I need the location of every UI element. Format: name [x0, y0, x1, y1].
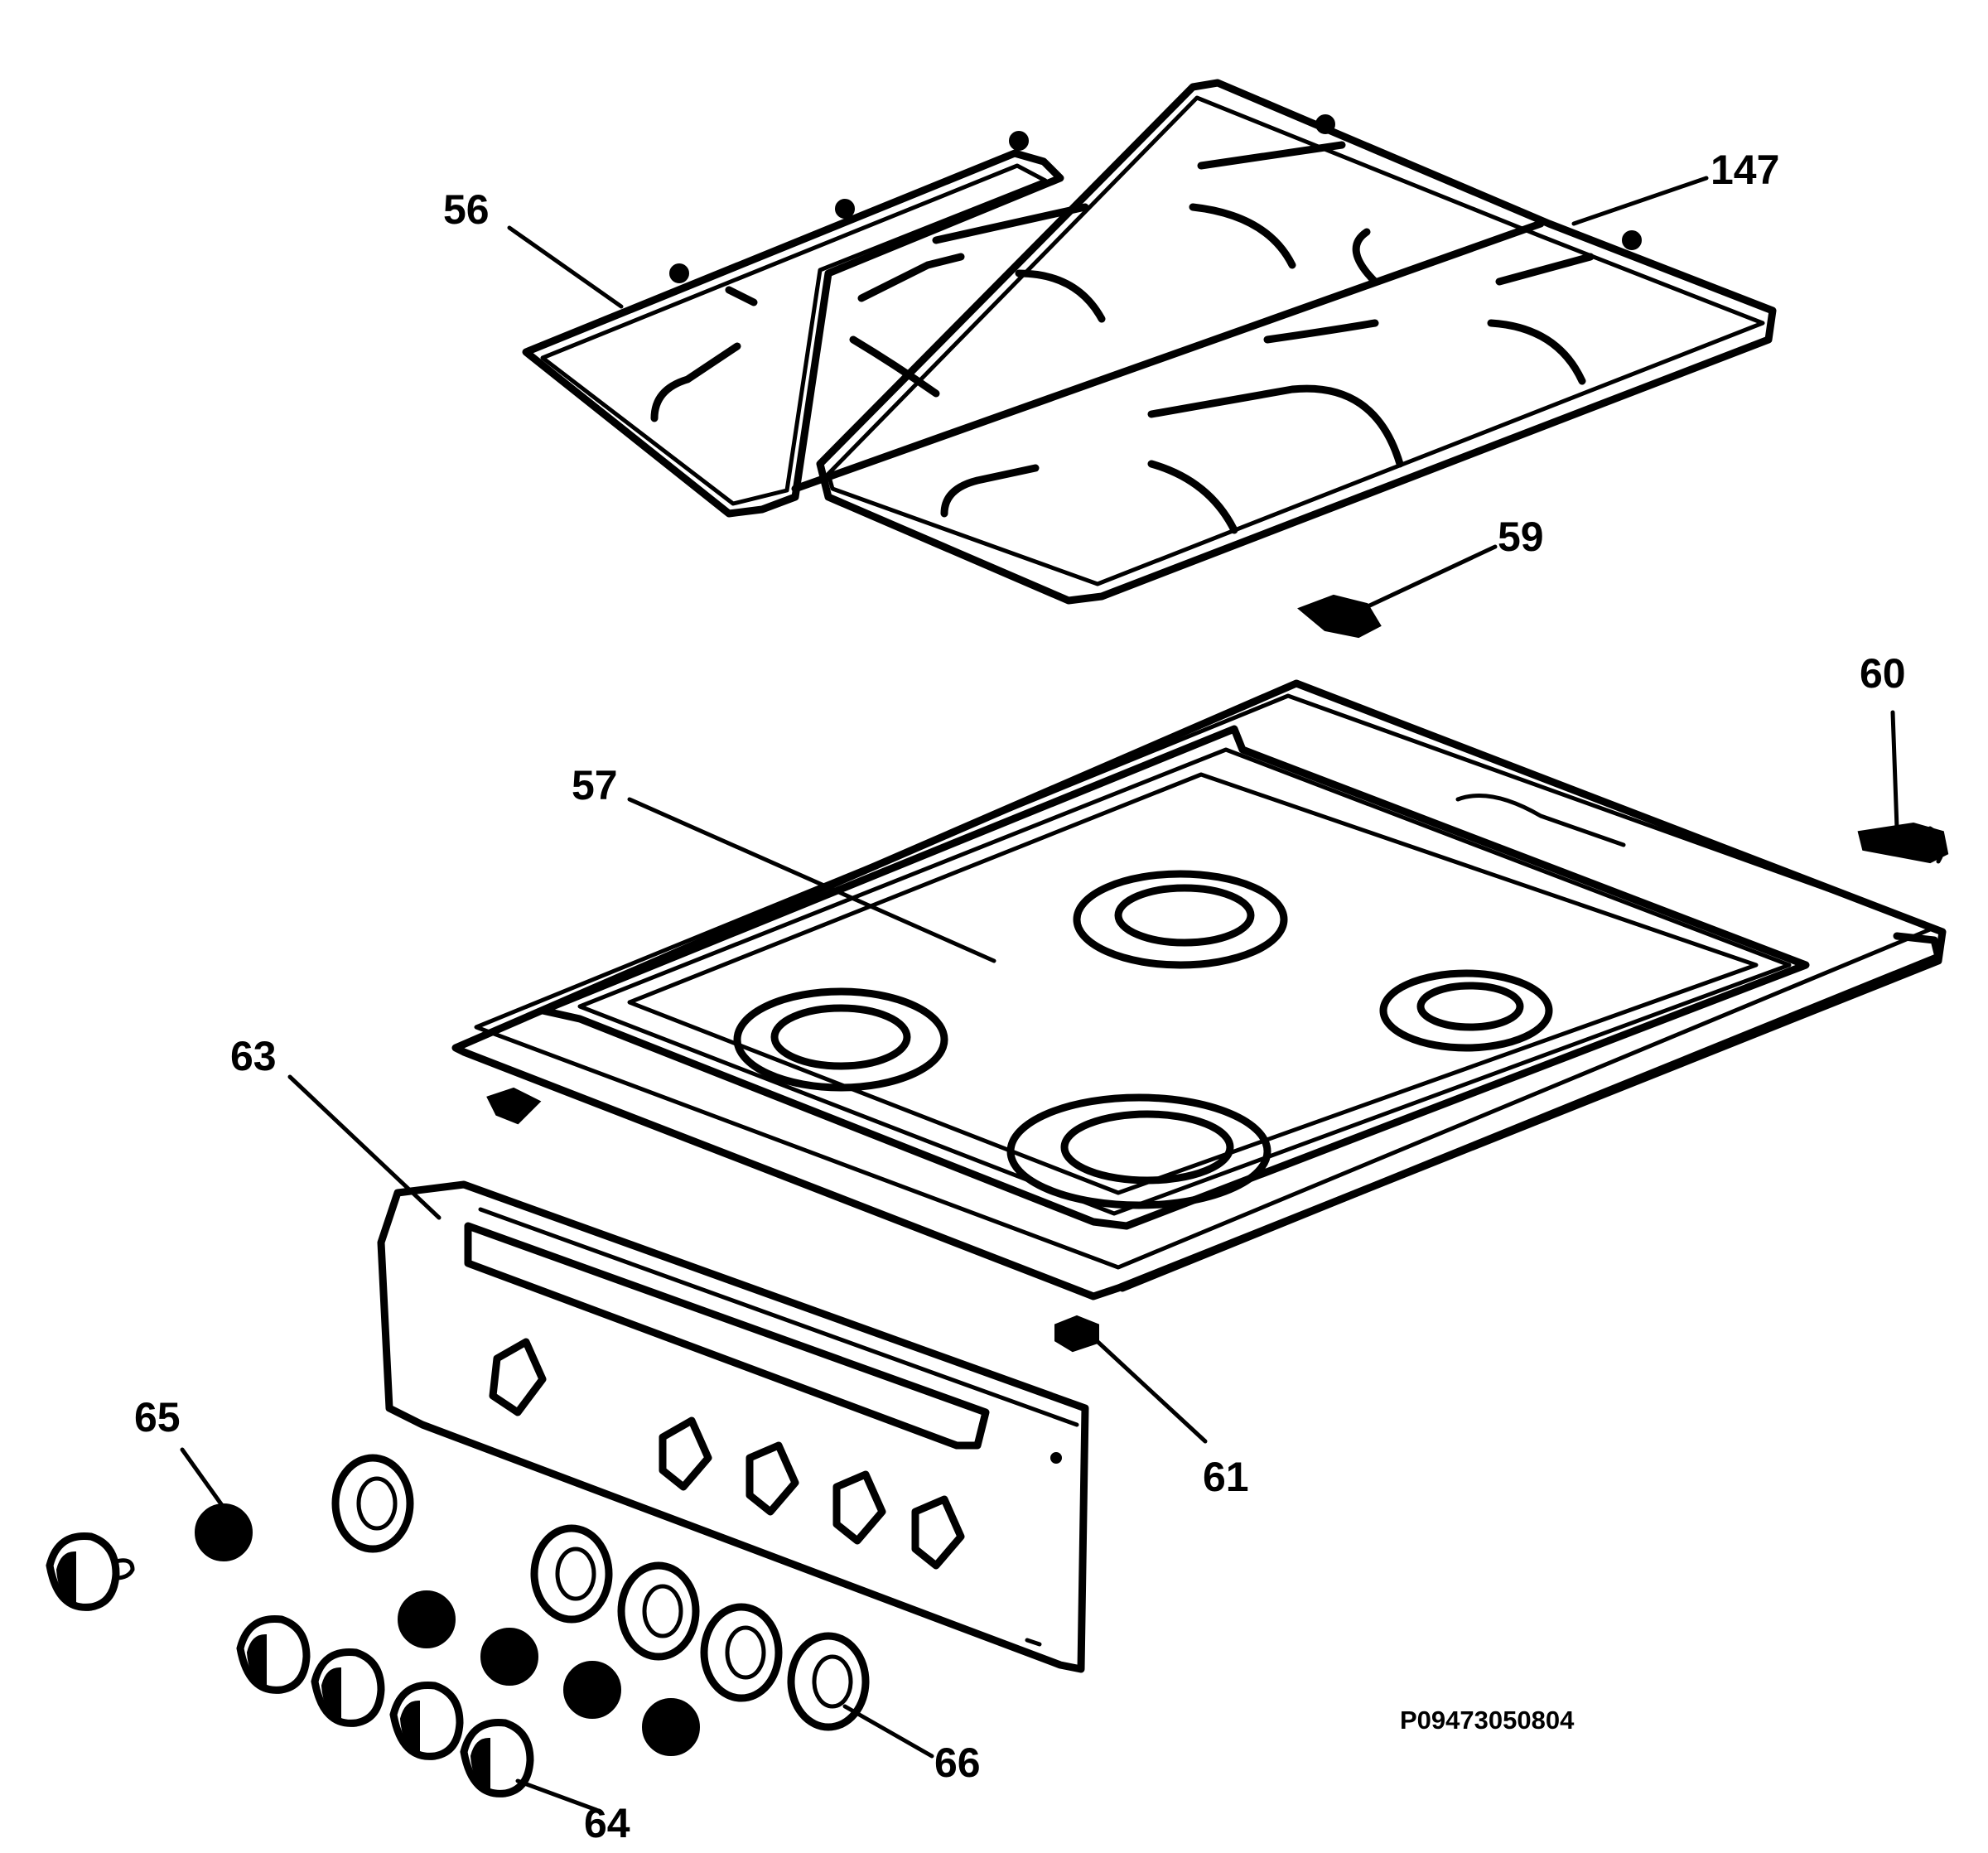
part-labels: 56 147 59 60 57 63 61 65 66 64 P09473050…	[134, 147, 1906, 1846]
knob-bezels	[331, 1454, 870, 1731]
label-63: 63	[230, 1033, 277, 1079]
label-64: 64	[584, 1800, 630, 1846]
label-60: 60	[1860, 650, 1906, 697]
side-bracket-part	[1857, 822, 1949, 864]
grid-clip-part	[1297, 594, 1382, 639]
hob-top-panel	[451, 679, 1947, 1300]
control-panel	[377, 1180, 1089, 1673]
label-147: 147	[1711, 147, 1779, 193]
drawing-code: P09473050804	[1400, 1706, 1575, 1735]
label-59: 59	[1498, 514, 1544, 560]
label-65: 65	[134, 1394, 181, 1440]
label-56: 56	[443, 186, 490, 233]
hob-foot-part	[1054, 1315, 1099, 1353]
label-61: 61	[1203, 1454, 1249, 1500]
label-57: 57	[572, 762, 618, 808]
label-66: 66	[934, 1740, 981, 1786]
pan-support-grid	[522, 79, 1777, 605]
control-knobs	[46, 1532, 534, 1798]
knob-spacers	[195, 1503, 700, 1756]
leader-lines	[180, 176, 1899, 1812]
